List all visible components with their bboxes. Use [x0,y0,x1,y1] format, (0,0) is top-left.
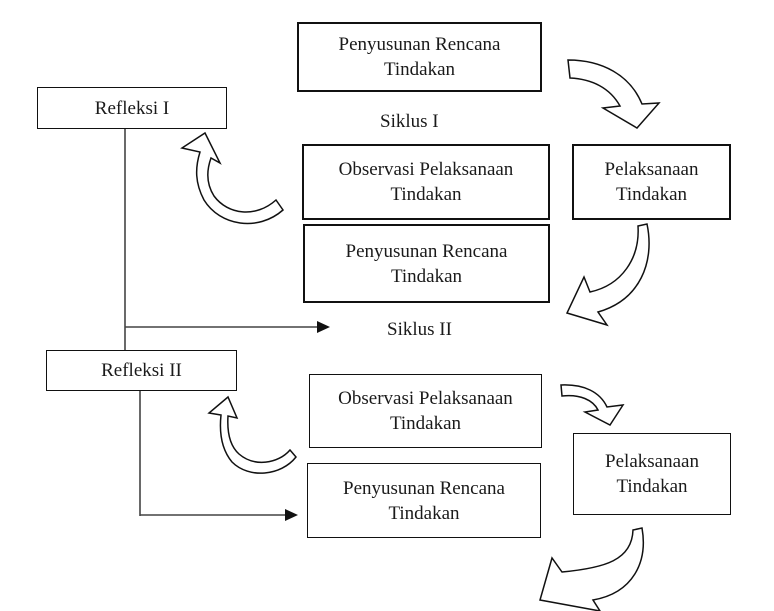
box-observation-1: Observasi Pelaksanaan Tindakan [302,144,550,220]
observation-1-line1: Observasi Pelaksanaan [338,159,514,180]
observation-2-line1: Observasi Pelaksanaan [338,388,513,409]
box-next-planning: Penyusunan Rencana Tindakan [307,463,541,538]
box-refleksi-2: Refleksi II [46,350,237,391]
observation-2-line2: Tindakan [389,413,462,434]
planning-2-line2: Tindakan [390,265,463,287]
curved-arrow-observation-to-refleksi-1 [180,131,284,225]
box-action-2: Pelaksanaan Tindakan [573,433,731,515]
box-action-1: Pelaksanaan Tindakan [572,144,731,220]
refleksi-2-label: Refleksi II [101,360,182,381]
action-1-line1: Pelaksanaan [604,159,699,180]
curved-arrow-action-to-planning-1 [565,223,650,327]
arrowhead-to-siklus2 [317,321,330,333]
observation-1-line2: Tindakan [390,184,462,205]
curved-arrow-plan-to-action-1 [567,59,661,129]
box-planning-2: Penyusunan Rencana Tindakan [303,224,550,303]
action-1-line2: Tindakan [615,184,688,205]
action-2-line1: Pelaksanaan [605,451,699,472]
curved-arrow-observation-to-refleksi-2 [207,395,297,474]
next-planning-line2: Tindakan [388,502,460,524]
arrowhead-to-next-planning [285,509,298,521]
refleksi-1-label: Refleksi I [94,97,170,119]
curved-arrow-plan-to-action-2 [560,384,625,426]
box-observation-2: Observasi Pelaksanaan Tindakan [309,374,542,448]
label-siklus-2: Siklus II [387,319,452,340]
curved-arrow-action-to-next [539,527,644,611]
box-planning-1: Penyusunan Rencana Tindakan [297,22,542,92]
planning-1-line1: Penyusunan Rencana [338,34,501,55]
planning-1-line2: Tindakan [383,59,456,80]
next-planning-line1: Penyusunan Rencana [343,477,505,499]
label-siklus-1: Siklus I [380,111,439,132]
planning-2-line1: Penyusunan Rencana [345,240,508,262]
action-2-line2: Tindakan [616,476,688,497]
box-refleksi-1: Refleksi I [37,87,227,129]
